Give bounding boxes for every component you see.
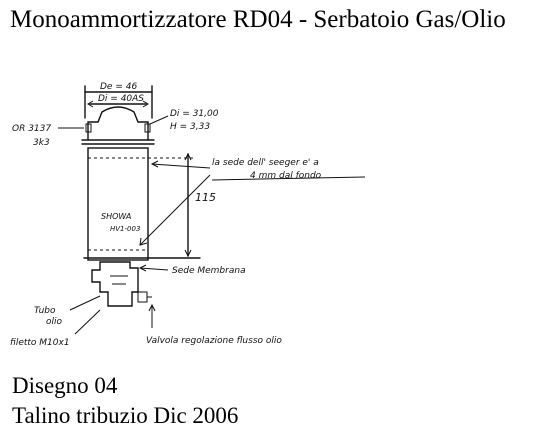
bottom-fitting: [91, 261, 152, 307]
h-label: H = 3,33: [170, 122, 210, 132]
sede-note-line2: 4 mm dal fondo: [250, 171, 322, 181]
sede-note-line1: la sede dell' seeger e' a: [212, 158, 319, 168]
height-dimension: 115: [184, 152, 216, 258]
tubo-label: Tubo: [34, 306, 56, 316]
dim-115-label: 115: [195, 191, 216, 204]
reservoir-body: SHOWA HV1-003: [83, 147, 201, 261]
drawing-number: Disegno 04: [12, 373, 118, 398]
drawing-title: Monoammortizzatore RD04 - Serbatoio Gas/…: [10, 6, 506, 33]
filetto-label: filetto M10x1: [10, 338, 70, 348]
author-date: Talino tribuzio Dic 2006: [12, 403, 239, 428]
de-label: De = 46: [100, 82, 137, 92]
showa-label: SHOWA: [101, 212, 131, 221]
valvola-label: Valvola regolazione flusso olio: [146, 336, 282, 346]
reservoir-cap: [81, 106, 155, 145]
showa-code-label: HV1-003: [110, 225, 140, 233]
reservoir-sketch: De = 46 Di = 40AS OR 3137 3k3 Di = 31,00…: [10, 82, 366, 348]
sede-membrana-label: Sede Membrana: [172, 266, 246, 276]
or-label: OR 3137: [12, 124, 51, 134]
olio-label: olio: [46, 317, 63, 327]
or-sub-label: 3k3: [33, 138, 50, 148]
di-right-label: Di = 31,00: [170, 109, 219, 119]
seeger-note: la sede dell' seeger e' a 4 mm dal fondo: [139, 158, 366, 246]
top-dimensions: De = 46 Di = 40AS: [84, 82, 153, 119]
di-label: Di = 40AS: [98, 94, 144, 104]
